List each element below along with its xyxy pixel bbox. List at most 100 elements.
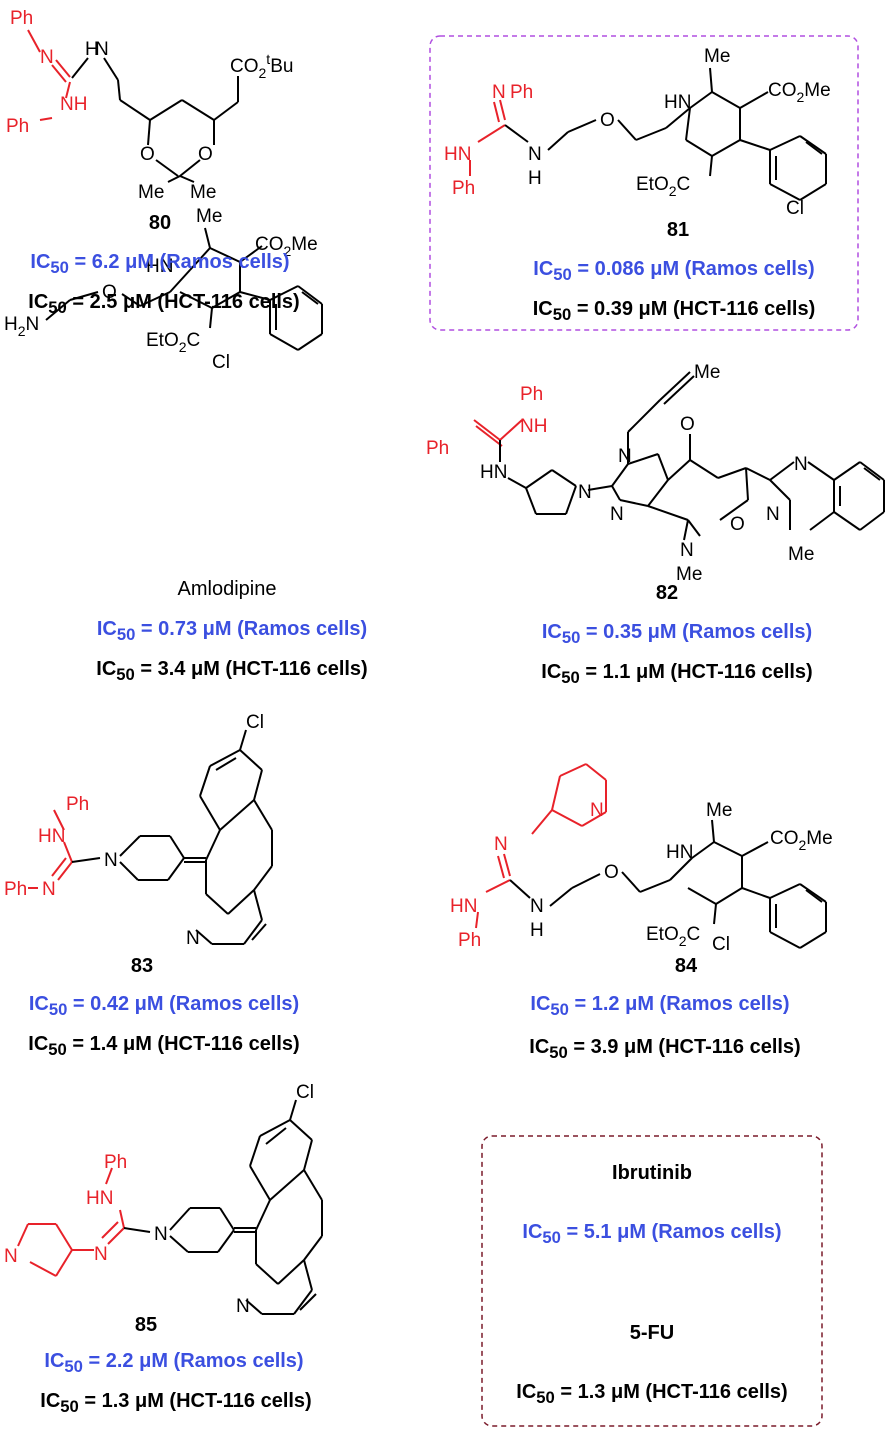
atom-label-co2: CO: [230, 56, 259, 77]
atom-label-cl: Cl: [296, 1082, 314, 1103]
ic50-ramos-84: IC50 = 1.2 μM (Ramos cells): [530, 993, 790, 1019]
atom-label-co2: CO: [770, 828, 799, 849]
ic50-hct-85: IC50 = 1.3 μM (HCT-116 cells): [40, 1390, 312, 1416]
atom-label-ph: Ph: [452, 178, 475, 199]
reference-box: [481, 1135, 823, 1427]
compound-id-85: 85: [134, 1314, 158, 1336]
atom-label-hn: HN: [664, 92, 691, 113]
structure-amlodipine: [45, 227, 323, 351]
atom-label-sub2: 2: [284, 243, 292, 259]
atom-label-cl: Cl: [712, 934, 730, 955]
atom-label-tsup: t: [266, 51, 270, 67]
atom-label-nh: NH: [60, 94, 87, 115]
atom-label-ph: Ph: [520, 384, 543, 405]
atom-label-hn: HN: [86, 1188, 113, 1209]
atom-label-cl: Cl: [246, 712, 264, 733]
atom-label-sub2: 2: [179, 339, 187, 355]
atom-label-h: H: [528, 168, 542, 189]
reference-name-5fu: 5-FU: [629, 1322, 675, 1344]
atom-label-o: O: [730, 514, 745, 535]
svg-text:EtO2C: EtO2C: [636, 174, 690, 199]
atom-label-tbu: Bu: [270, 56, 293, 77]
atom-label-n: N: [186, 928, 200, 949]
atom-label-me: Me: [788, 544, 814, 565]
atom-label-c: C: [687, 924, 701, 945]
highlight-box-81: [429, 35, 859, 331]
atom-label-sub2: 2: [679, 933, 687, 949]
atom-label-n: N: [154, 1224, 168, 1245]
structure-84-labels: N N HN Ph N H O HN Me CO2Me EtO2C Cl: [450, 800, 833, 955]
svg-text:CO2Me: CO2Me: [768, 80, 831, 105]
atom-label-nh: NH: [520, 416, 547, 437]
atom-label-ph: Ph: [510, 82, 533, 103]
atom-label-co2: CO: [255, 234, 284, 255]
structure-82-labels: Me Ph NH Ph HN N N O O N Me N N Me N: [426, 362, 814, 585]
atom-label-n: N: [104, 850, 118, 871]
atom-label-hn: HN: [38, 826, 65, 847]
atom-label-o: O: [680, 414, 695, 435]
atom-label-ph: Ph: [66, 794, 89, 815]
compound-id-80: 80: [148, 212, 172, 234]
structure-80-labels: Ph N NH Ph H N O O Me Me CO2tBu: [6, 8, 293, 203]
ic50-ramos-83: IC50 = 0.42 μM (Ramos cells): [28, 993, 300, 1019]
atom-label-hn: HN: [450, 896, 477, 917]
atom-label-me: Me: [196, 206, 222, 227]
atom-label-hn: HN: [666, 842, 693, 863]
ic50-hct-82: IC50 = 1.1 μM (HCT-116 cells): [541, 661, 813, 687]
atom-label-eto2c: EtO: [646, 924, 679, 945]
structure-83: [28, 729, 273, 945]
co2tbu-label: CO2tBu: [230, 51, 293, 81]
atom-label-me_suffix: Me: [806, 828, 832, 849]
compound-id-84: 84: [674, 955, 698, 977]
atom-label-n: N: [530, 896, 544, 917]
ic50-ramos-82: IC50 = 0.35 μM (Ramos cells): [541, 621, 813, 647]
structure-82: [473, 371, 885, 541]
atom-label-o: O: [140, 144, 155, 165]
atom-label-n: N: [610, 504, 624, 525]
atom-label-hn: HN: [444, 144, 471, 165]
atom-label-n: N: [494, 834, 508, 855]
atom-label-n: N: [492, 82, 506, 103]
svg-text:EtO2C: EtO2C: [146, 330, 200, 355]
atom-label-h: H: [85, 39, 99, 60]
structure-83-labels: Cl Ph HN Ph N N N: [4, 712, 264, 949]
atom-label-me: Me: [694, 362, 720, 383]
compound-id-82: 82: [655, 582, 679, 604]
atom-label-n: N: [680, 540, 694, 561]
atom-label-ph: Ph: [426, 438, 449, 459]
atom-label-eto2c: EtO: [636, 174, 669, 195]
structure-81: [469, 67, 827, 201]
atom-label-me_suffix: Me: [804, 80, 830, 101]
structure-amlodipine-labels: H2N O HN Me CO2Me EtO2C Cl: [4, 206, 318, 373]
structure-80: [27, 29, 239, 183]
atom-label-o: O: [604, 862, 619, 883]
atom-label-n: N: [95, 39, 109, 60]
atom-label-me: Me: [676, 564, 702, 585]
ic50-hct-81: IC50 = 0.39 μM (HCT-116 cells): [532, 298, 816, 324]
atom-label-ph: Ph: [458, 930, 481, 951]
atom-label-me: Me: [138, 182, 164, 203]
ic50-ramos-85: IC50 = 2.2 μM (Ramos cells): [44, 1350, 304, 1376]
atom-label-ph: Ph: [104, 1152, 127, 1173]
atom-label-n_suffix: N: [26, 314, 40, 335]
atom-label-n: N: [4, 1246, 18, 1267]
atom-label-sub2: 2: [797, 89, 805, 105]
atom-label-ph: Ph: [6, 116, 29, 137]
compound-id-83: 83: [130, 955, 154, 977]
structure-84: [475, 763, 827, 949]
structure-85: [17, 1099, 323, 1315]
atom-ph: Ph: [10, 8, 33, 29]
ic50-hct-5fu: IC50 = 1.3 μM (HCT-116 cells): [516, 1381, 788, 1407]
compound-id-81: 81: [666, 219, 690, 241]
atom-label-o: O: [102, 282, 117, 303]
atom-label-me: Me: [704, 46, 730, 67]
reference-name-ibrutinib: Ibrutinib: [612, 1162, 692, 1184]
atom-label-n: N: [236, 1296, 250, 1317]
atom-label-n: N: [578, 482, 592, 503]
atom-label-c: C: [187, 330, 201, 351]
atom-label-me: Me: [706, 800, 732, 821]
svg-text:CO2Me: CO2Me: [255, 234, 318, 259]
atom-label-cl: Cl: [212, 352, 230, 373]
atom-label-sub2: 2: [18, 323, 26, 339]
